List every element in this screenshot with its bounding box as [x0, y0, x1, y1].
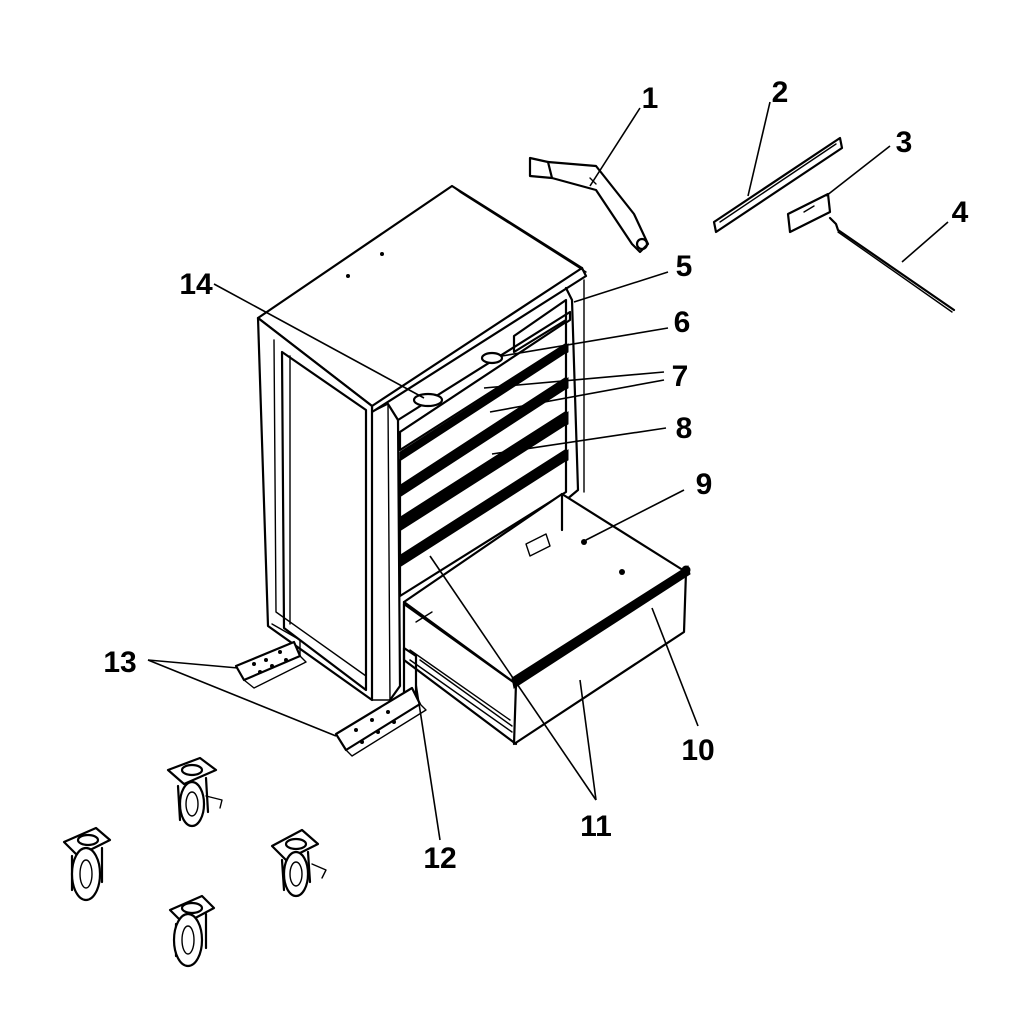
open-drawer — [402, 492, 691, 746]
callout-8: 8 — [676, 412, 693, 445]
callout-9: 9 — [696, 468, 713, 501]
callout-7: 7 — [672, 360, 689, 393]
caster-left — [62, 826, 112, 902]
handle-14 — [412, 392, 444, 408]
callout-11: 11 — [580, 810, 612, 843]
callout-6: 6 — [674, 306, 691, 339]
callout-12: 12 — [423, 842, 456, 875]
caster-right — [270, 828, 327, 898]
drawer-stack — [398, 298, 569, 598]
callout-2: 2 — [772, 76, 789, 109]
callout-4: 4 — [952, 196, 969, 229]
callout-13: 13 — [103, 646, 136, 679]
callout-3: 3 — [896, 126, 913, 159]
callout-labels: 1 2 3 4 5 6 7 8 9 10 11 12 13 14 — [103, 76, 968, 875]
callout-1: 1 — [642, 82, 659, 115]
part-1-bracket — [528, 156, 650, 254]
part-4-rod — [828, 216, 956, 313]
leader-lines — [147, 101, 949, 841]
part-3-clip — [786, 192, 832, 234]
part-2-rail — [712, 136, 844, 234]
part-13-base-plates — [234, 623, 427, 757]
callout-5: 5 — [676, 250, 693, 283]
caster-top — [166, 756, 223, 828]
callout-14: 14 — [179, 268, 213, 301]
top-tray — [512, 298, 568, 354]
callout-10: 10 — [681, 734, 714, 767]
caster-bottom — [168, 894, 216, 968]
lock-6 — [480, 351, 504, 365]
